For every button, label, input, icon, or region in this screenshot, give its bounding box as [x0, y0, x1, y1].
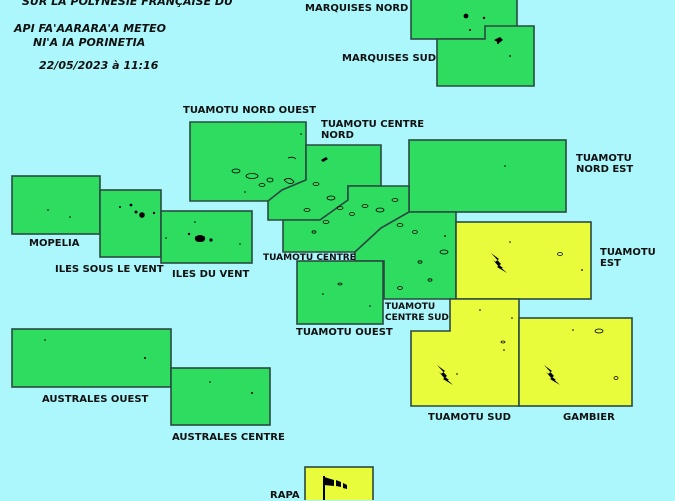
zone-australes-centre[interactable] [170, 367, 271, 426]
label-tuamotu-centre: TUAMOTU CENTRE [263, 253, 356, 263]
label-tuamotu-ouest: TUAMOTU OUEST [296, 327, 393, 338]
zone-tuamotu-ouest[interactable] [296, 260, 384, 325]
label-tuamotu-centre-sud: TUAMOTU CENTRE SUD [385, 302, 449, 323]
label-tuamotu-nord-ouest: TUAMOTU NORD OUEST [183, 105, 317, 116]
label-rapa: RAPA [270, 490, 300, 501]
label-marquises-nord: MARQUISES NORD [305, 3, 409, 14]
zone-iles-sous-le-vent[interactable] [99, 189, 162, 258]
label-australes-centre: AUSTRALES CENTRE [172, 432, 285, 443]
zone-mopelia[interactable] [11, 175, 101, 235]
label-australes-ouest: AUSTRALES OUEST [42, 394, 149, 405]
label-mopelia: MOPELIA [29, 238, 80, 249]
zone-tuamotu-nord-est[interactable] [408, 139, 567, 213]
zone-tuamotu-est[interactable] [455, 221, 592, 300]
label-tuamotu-sud: TUAMOTU SUD [428, 412, 511, 423]
label-tuamotu-centre-nord: TUAMOTU CENTRE NORD [321, 119, 425, 141]
label-marquises-sud: MARQUISES SUD [342, 53, 437, 64]
wind-icon [323, 476, 347, 500]
header-datetime: 22/05/2023 à 11:16 [39, 59, 159, 72]
zone-iles-du-vent[interactable] [160, 210, 253, 264]
header-line-3: NI'A IA PORINETIA [33, 36, 146, 49]
islands-layer [44, 13, 619, 394]
label-iles-sous-le-vent: ILES SOUS LE VENT [55, 264, 164, 275]
thunderstorm-icon [437, 365, 453, 385]
label-iles-du-vent: ILES DU VENT [172, 269, 250, 280]
zone-tuamotu-sud[interactable] [410, 298, 520, 407]
label-gambier: GAMBIER [563, 412, 615, 423]
header-line-1: SUR LA POLYNÉSIE FRANÇAISE DU [22, 0, 233, 8]
thunderstorm-icon [491, 253, 507, 273]
thunderstorm-icon [544, 365, 560, 385]
zone-australes-ouest[interactable] [11, 328, 172, 388]
label-tuamotu-est: TUAMOTU EST [600, 247, 656, 269]
zone-gambier[interactable] [518, 317, 633, 407]
header-line-2: API FA'AARARA'A METEO [14, 22, 167, 35]
zone-marquises-sud[interactable] [436, 25, 535, 87]
label-tuamotu-nord-est: TUAMOTU NORD EST [576, 153, 634, 175]
